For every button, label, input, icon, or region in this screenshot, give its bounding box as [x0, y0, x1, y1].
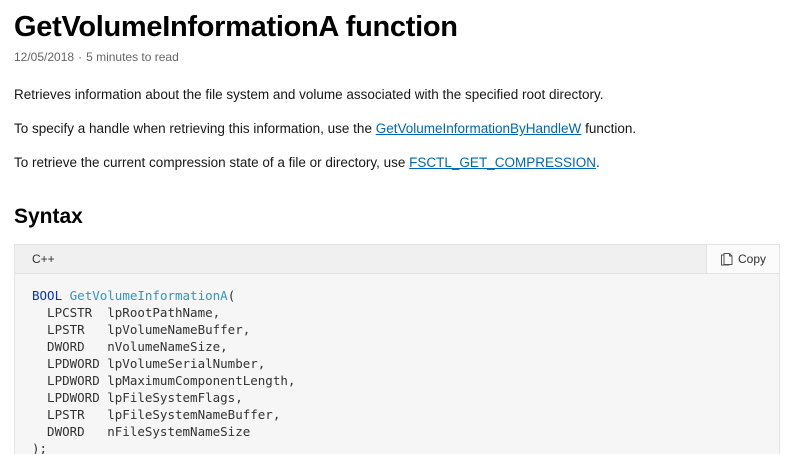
code-line: LPDWORD lpFileSystemFlags,	[32, 390, 243, 405]
code-line: DWORD nVolumeNameSize,	[32, 339, 228, 354]
text-segment: To specify a handle when retrieving this…	[14, 121, 376, 136]
code-line: LPDWORD lpVolumeSerialNumber,	[32, 356, 266, 371]
article-meta: 12/05/2018·5 minutes to read	[14, 50, 782, 64]
code-line: BOOL GetVolumeInformationA(	[32, 288, 236, 303]
copy-icon	[720, 252, 733, 266]
code-area: BOOL GetVolumeInformationA( LPCSTR lpRoo…	[15, 274, 779, 454]
text-segment: function.	[581, 121, 637, 136]
code-language-label: C++	[32, 252, 55, 266]
paragraph-handle-note: To specify a handle when retrieving this…	[14, 120, 782, 138]
copy-button-label: Copy	[737, 252, 766, 266]
text-segment: .	[595, 155, 600, 170]
code-block-header: C++ Copy	[15, 245, 779, 274]
code-line: );	[32, 441, 48, 454]
article-body: Retrieves information about the file sys…	[14, 86, 782, 172]
page-title: GetVolumeInformationA function	[14, 11, 458, 43]
code-line: LPSTR lpFileSystemNameBuffer,	[32, 407, 281, 422]
copy-button[interactable]: Copy	[705, 245, 779, 273]
text-segment: Retrieves information about the file sys…	[14, 87, 604, 102]
code-line: LPDWORD lpMaximumComponentLength,	[32, 373, 296, 388]
article-date: 12/05/2018	[14, 50, 75, 64]
link-getvolumeinformationbyhandlew[interactable]: GetVolumeInformationByHandleW	[375, 121, 582, 136]
link-fsctl-get-compression[interactable]: FSCTL_GET_COMPRESSION	[409, 155, 596, 170]
syntax-heading: Syntax	[14, 205, 83, 228]
code-line: LPCSTR lpRootPathName,	[32, 305, 221, 320]
text-segment: To retrieve the current compression stat…	[14, 155, 410, 170]
code-block: C++ Copy BOOL GetVolumeInformationA( LPC…	[14, 244, 780, 454]
code-line: DWORD nFileSystemNameSize	[32, 424, 251, 439]
paragraph-description: Retrieves information about the file sys…	[14, 86, 782, 104]
meta-separator: ·	[78, 50, 83, 64]
read-time: 5 minutes to read	[86, 50, 179, 64]
paragraph-compression-note: To retrieve the current compression stat…	[14, 154, 782, 172]
code-line: LPSTR lpVolumeNameBuffer,	[32, 322, 251, 337]
